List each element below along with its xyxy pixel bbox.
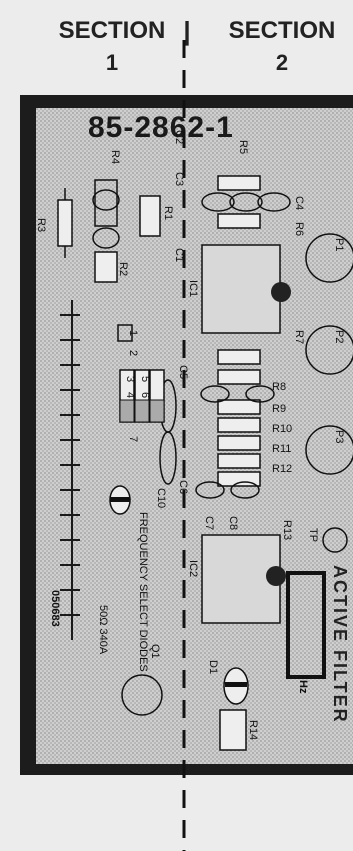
board-model: 50Ω 340A <box>97 605 109 655</box>
part-number: 85-2862-1 <box>88 111 234 144</box>
resistor-r5: R5 <box>217 140 261 191</box>
label-r9: R9 <box>272 403 286 415</box>
label-c4: C4 <box>293 196 305 210</box>
label-c10: C10 <box>155 488 167 508</box>
test-point: TP <box>307 527 348 553</box>
label-r5: R5 <box>237 140 249 154</box>
label-c3: C3 <box>173 172 185 186</box>
ic-1: IC1 <box>187 244 291 334</box>
label-r4: R4 <box>109 150 121 164</box>
label-c2: C2 <box>173 130 185 144</box>
resistor-r4: R4 <box>92 150 121 249</box>
label-r1: R1 <box>162 206 174 220</box>
resistor-r2: R2 <box>94 251 129 283</box>
transistor-q1: Q1 <box>121 644 163 716</box>
label-d1: D1 <box>207 660 219 674</box>
label-c6: C6 <box>177 480 189 494</box>
label-p3: P3 <box>333 430 345 443</box>
dip-switch <box>117 324 165 423</box>
label-r7: R7 <box>293 330 305 344</box>
hz-display-window: Hz <box>286 571 326 694</box>
label-r13: R13 <box>281 520 293 540</box>
label-r6: R6 <box>293 222 305 236</box>
section-2-label: SECTION <box>229 17 336 44</box>
label-r11: R11 <box>272 443 291 455</box>
label-r14: R14 <box>247 720 259 740</box>
resistor-r14: R14 <box>219 709 259 751</box>
label-r12: R12 <box>272 463 292 475</box>
dip-number: 3 <box>124 376 136 382</box>
resistor-r1: R1 <box>139 195 174 237</box>
section-divider-mark: | <box>183 16 190 46</box>
resistor-bank-labels: R8 R9 R10 R11 R12 <box>272 381 292 475</box>
label-r8: R8 <box>272 381 286 393</box>
label-c8: C8 <box>227 516 239 530</box>
section-1-number: 1 <box>106 50 118 75</box>
unit-label: Hz <box>297 680 309 694</box>
label-tp: TP <box>307 528 319 542</box>
resistor-bank <box>217 349 261 487</box>
dip-number: 4 <box>124 392 136 398</box>
label-ic1: IC1 <box>187 280 199 297</box>
diode-d1: D1 <box>207 660 249 705</box>
dip-number: 7 <box>127 436 139 442</box>
dip-number: 5 <box>139 376 151 382</box>
section-2-number: 2 <box>276 50 288 75</box>
dip-number: 6 <box>139 392 151 398</box>
edge-connector <box>60 300 80 640</box>
pot-p2: P2 <box>305 325 353 375</box>
dip-number: 1 <box>127 330 139 336</box>
ic-2: IC2 <box>187 534 286 624</box>
section-1-label: SECTION <box>59 17 166 44</box>
freq-select-diode <box>109 485 131 515</box>
label-c1: C1 <box>173 248 185 262</box>
board-title: ACTIVE FILTER <box>330 565 350 724</box>
pot-p1: P1 <box>305 233 353 283</box>
label-ic2: IC2 <box>187 560 199 577</box>
label-r3: R3 <box>35 218 47 232</box>
label-p1: P1 <box>333 238 345 251</box>
pot-p3: P3 <box>305 425 353 475</box>
label-r2: R2 <box>117 262 129 276</box>
dip-number: 2 <box>127 350 139 356</box>
board-code: 050683 <box>49 590 61 627</box>
freq-select-text: FREQUENCY SELECT DIODES <box>137 512 149 672</box>
dip-numbers: 1 2 3 4 5 6 7 <box>124 330 151 442</box>
label-c7: C7 <box>203 516 215 530</box>
capacitor-c4: C4 R6 <box>201 192 305 236</box>
label-r10: R10 <box>272 423 292 435</box>
circuit-board <box>20 95 353 775</box>
label-p2: P2 <box>333 330 345 343</box>
label-q1: Q1 <box>149 644 161 659</box>
resistor-r3: R3 <box>35 188 73 258</box>
